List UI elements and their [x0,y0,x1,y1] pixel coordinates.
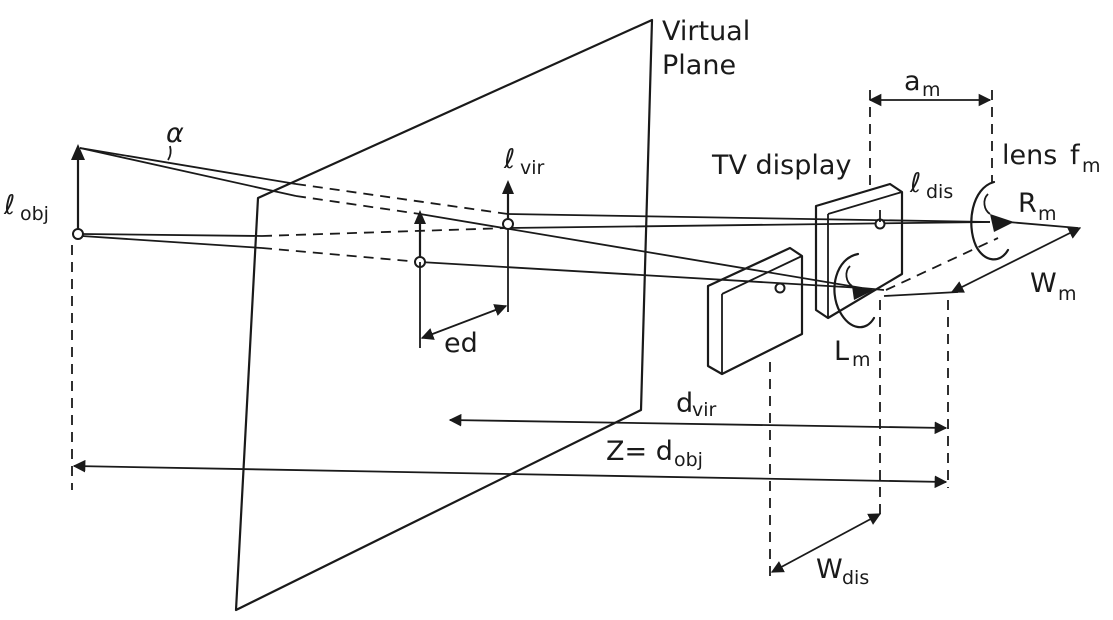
f-m-label: f m [1070,140,1101,177]
z-d-obj-dimension-arrow [72,459,948,489]
right-eye-axis [1007,221,1079,229]
right-display-edge [827,191,903,215]
svg-text:vir: vir [692,399,717,421]
ray-right-eye-continuation [507,213,991,223]
object-arrow-head [71,144,85,160]
svg-text:m: m [922,79,941,101]
object-base-point [72,228,84,240]
ed-dimension-arrow [420,304,508,340]
ray-base-left-dashed [261,247,421,263]
ray-base-right-continuation [507,221,991,229]
a-m-label: a m [904,66,941,101]
ray-top-to-right-eye-solid [79,147,297,185]
ray-base-left-solid [81,235,263,249]
tv-display-label: TV display [711,150,851,181]
svg-text:obj: obj [20,203,49,225]
virtual-image-right-head [502,180,514,194]
w-dis-label: W dis [816,554,869,589]
svg-text:m: m [1038,203,1057,225]
svg-text:dis: dis [842,567,869,589]
ray-base-right-solid [81,233,263,237]
left-eye-axis [861,287,885,291]
svg-text:dis: dis [926,181,953,203]
w-m-dimension-arrow [950,227,1082,293]
virtual-plane-label-line2: Plane [662,50,736,81]
left-eye-pupil [852,286,874,300]
lens-label: lens [1002,140,1057,171]
svg-text:ℓ: ℓ [503,144,515,175]
svg-text:W: W [816,554,843,585]
svg-text:a: a [904,66,921,97]
svg-text:ℓ: ℓ [3,190,15,221]
svg-text:m: m [1058,283,1077,305]
svg-text:W: W [1030,268,1057,299]
d-vir-dimension-arrow [448,413,948,435]
svg-text:vir: vir [520,157,545,179]
svg-text:obj: obj [674,449,703,471]
z-d-obj-label: Z= d obj [606,436,703,471]
l-vir-label: ℓ vir [503,144,545,179]
svg-text:R: R [1018,188,1037,219]
svg-text:f: f [1070,140,1081,171]
svg-text:d: d [676,388,693,419]
alpha-label: α [166,118,184,149]
right-lens-inner [983,193,991,215]
svg-text:ℓ: ℓ [909,168,921,199]
svg-text:m: m [852,349,871,371]
w-m-extension [883,291,959,297]
l-m-label: L m [834,336,871,371]
svg-text:m: m [1082,155,1101,177]
left-lens-arc [833,252,876,329]
svg-text:L: L [834,336,849,367]
l-dis-label: ℓ dis [909,168,953,203]
ray-top-to-right-eye-dashed [295,183,509,215]
w-m-label: W m [1030,268,1077,305]
alpha-arc [167,145,172,161]
virtual-image-left-head [414,210,426,224]
ray-base-right-dashed [261,227,509,237]
left-display-panel [706,246,804,376]
ed-label: ed [444,328,478,359]
ray-left-eye-continuation [419,213,863,289]
ray-base-left-continuation [419,261,863,289]
l-obj-label: ℓ obj [3,190,49,225]
ray-top-to-left-eye-solid [79,147,297,197]
virtual-image-right-point [502,218,514,230]
svg-text:Z= d: Z= d [606,436,673,467]
left-display-edge [721,255,803,295]
right-display-panel [814,182,904,320]
left-display-point [774,282,786,294]
left-lens-inner [845,265,853,287]
ray-top-to-left-eye-dashed [295,195,421,215]
d-vir-label: d vir [676,388,717,421]
w-dis-dimension-arrow [770,513,882,573]
r-m-label: R m [1018,188,1057,225]
virtual-plane [234,18,654,612]
virtual-plane-label-line1: Virtual [662,16,750,47]
